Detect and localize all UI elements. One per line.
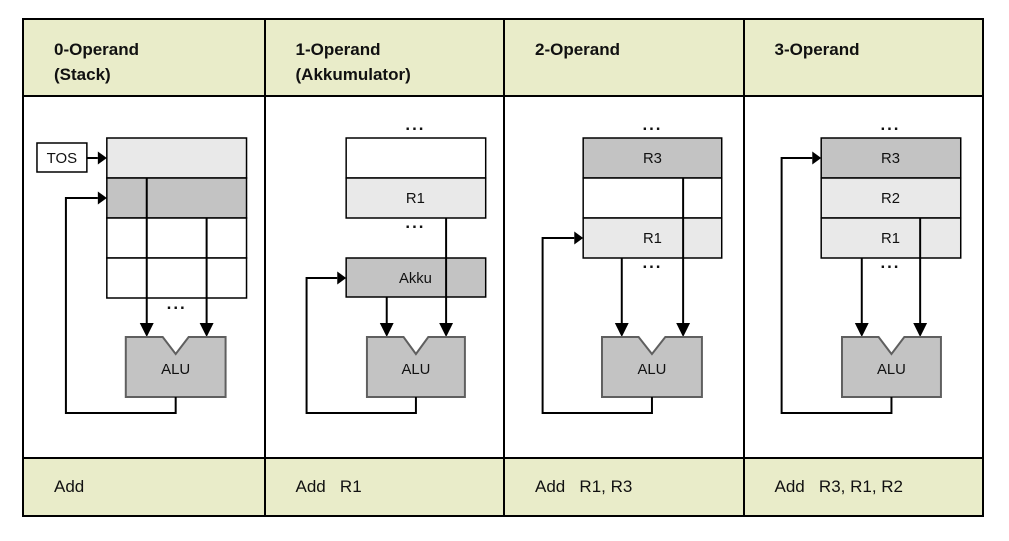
header-cell-1-operand: 1-Operand (Akkumulator) <box>263 20 503 97</box>
alu-feedback-wire <box>64 191 177 414</box>
ellipsis-bottom: ... <box>167 294 187 313</box>
register-label-r3: R3 <box>880 150 899 167</box>
stack-row-fourth <box>106 257 248 299</box>
code-cell-2-operand: Add R1, R3 <box>503 457 743 515</box>
two-operand-diagram: ... R3 R1 ... <box>541 115 723 414</box>
ellipsis-top: ... <box>880 115 900 134</box>
stack-row-third <box>106 217 248 259</box>
alu-label: ALU <box>638 361 667 378</box>
header-cell-0-operand: 0-Operand (Stack) <box>24 20 264 97</box>
register-label-r1: R1 <box>405 190 424 207</box>
register-row-r1 <box>819 217 961 259</box>
header-line2: (Akkumulator) <box>295 65 411 84</box>
three-operand-diagram: ... R3 R2 R1 ... <box>780 115 961 414</box>
header-line1: 2-Operand <box>535 40 621 59</box>
tos-label: TOS <box>47 150 77 167</box>
register-file-box <box>819 137 961 259</box>
alu-feedback-wire <box>305 271 417 414</box>
alu-feedback-wire <box>780 151 892 414</box>
register-label-r2: R2 <box>880 190 899 207</box>
register-label-r1: R1 <box>643 230 662 247</box>
akkumulator-diagram: ... R1 ... Akku <box>305 115 486 414</box>
tos-box: TOS <box>36 142 88 173</box>
header-cell-2-operand: 2-Operand <box>503 20 743 97</box>
code-cell-akkumulator: Add R1 <box>263 457 503 515</box>
alu-label: ALU <box>161 361 190 378</box>
alu-box <box>365 336 466 398</box>
register-row-empty <box>582 177 723 219</box>
operand-wire-r1 <box>854 258 869 337</box>
header-line2: (Stack) <box>54 65 111 84</box>
register-file-box <box>582 137 723 259</box>
register-file-box <box>344 137 486 219</box>
ellipsis-top: ... <box>642 115 662 134</box>
header-cell-3-operand: 3-Operand <box>742 20 982 97</box>
operand-wire-r3 <box>676 178 691 337</box>
operand-architecture-table: 0-Operand (Stack) 1-Operand (Akkumulator… <box>22 18 984 517</box>
alu-box <box>840 336 942 398</box>
diagram-cell-stack: TOS ... ALU <box>24 97 264 457</box>
operand-wire-left <box>139 178 154 337</box>
header-line1: 1-Operand <box>295 40 381 59</box>
akku-label: Akku <box>398 270 431 287</box>
register-row-empty <box>344 137 486 179</box>
operand-wire-r1 <box>438 218 453 337</box>
ellipsis-bottom: ... <box>405 213 425 232</box>
ellipsis-bottom: ... <box>642 253 662 272</box>
operand-wire-r1 <box>614 258 629 337</box>
alu-feedback-wire <box>541 231 653 414</box>
ellipsis-top: ... <box>405 115 425 134</box>
alu-box <box>124 336 227 398</box>
diagram-cell-2-operand: ... R3 R1 ... <box>503 97 743 457</box>
stack-row-second <box>106 177 248 219</box>
header-line1: 3-Operand <box>774 40 860 59</box>
code-cell-3-operand: Add R3, R1, R2 <box>742 457 982 515</box>
header-line1: 0-Operand <box>54 40 140 59</box>
register-row-r1 <box>582 217 723 259</box>
alu-box <box>600 336 703 398</box>
tos-arrow-icon <box>86 151 107 165</box>
diagram-cell-3-operand: ... R3 R2 R1 ... <box>742 97 982 457</box>
register-row-r1 <box>344 177 486 219</box>
register-row-r3 <box>819 137 961 179</box>
alu-label: ALU <box>401 361 430 378</box>
register-label-r1: R1 <box>880 230 899 247</box>
code-cell-stack: Add <box>24 457 264 515</box>
operand-wire-r2 <box>912 218 927 337</box>
register-row-r2 <box>819 177 961 219</box>
operand-wire-akku <box>379 297 394 337</box>
stack-box <box>106 137 248 299</box>
stack-diagram: TOS ... ALU <box>36 137 248 414</box>
alu-label: ALU <box>877 361 906 378</box>
ellipsis-bottom: ... <box>880 253 900 272</box>
diagram-cell-akkumulator: ... R1 ... Akku <box>263 97 503 457</box>
operand-wire-right <box>199 218 214 337</box>
stack-row-top <box>106 137 248 179</box>
akku-box <box>344 257 486 298</box>
register-label-r3: R3 <box>643 150 662 167</box>
